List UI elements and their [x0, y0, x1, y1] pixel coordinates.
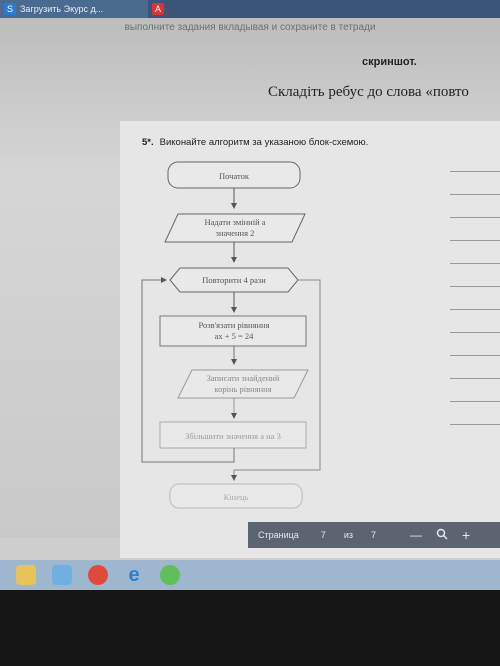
of-label: из [343, 530, 353, 540]
task-title: Складіть ребус до слова «повто [268, 84, 469, 100]
write-label-1: Записати знайдений [207, 373, 280, 383]
zoom-in-button[interactable]: + [461, 527, 471, 543]
answer-line [450, 309, 500, 310]
solve-block [159, 315, 307, 347]
solve-label-1: Розв'язати рівняння [199, 320, 270, 330]
end-label: Кінець [224, 492, 249, 502]
answer-line [450, 194, 500, 195]
assign-block [164, 213, 306, 243]
pdf-viewer-toolbar: Страница 7 из 7 — + [248, 522, 500, 548]
current-page-input[interactable]: 7 [320, 530, 326, 540]
browser-tabbar: S Загрузить Экурс д... A [0, 0, 500, 18]
chrome-icon[interactable] [88, 565, 108, 585]
write-label-2: корінь рівняння [214, 384, 271, 394]
assign-label-2: значення 2 [216, 228, 255, 238]
windows-taskbar: e [0, 560, 500, 590]
page-content: выполните задания вкладывая и сохраните … [0, 18, 500, 558]
folder-icon[interactable] [16, 565, 36, 585]
zoom-out-button[interactable]: — [409, 528, 422, 542]
media-icon[interactable] [52, 565, 72, 585]
exercise-text: Виконайте алгоритм за указаною блок-схем… [159, 137, 369, 148]
answer-line [450, 424, 500, 425]
answer-line [450, 378, 500, 379]
s-icon: S [4, 3, 16, 15]
assign-label-1: Надати змінній a [204, 217, 265, 227]
increase-label: Збільшити значення a на 3 [185, 431, 281, 441]
answer-line [450, 217, 500, 218]
increase-block [159, 421, 307, 449]
screen: S Загрузить Экурс д... A выполните задан… [0, 0, 500, 600]
write-block [177, 369, 309, 399]
blurred-instruction: выполните задания вкладывая и сохраните … [124, 22, 376, 33]
answer-line [450, 401, 500, 402]
answer-line [450, 263, 500, 264]
ie-icon[interactable]: e [128, 563, 140, 586]
page-label: Страница [258, 530, 299, 540]
tab-title: Загрузить Экурс д... [20, 4, 104, 14]
solve-label-2: ax + 5 = 24 [215, 331, 255, 341]
exercise-number: 5*. [142, 137, 154, 148]
pdf-icon: A [152, 3, 164, 15]
start-label: Початок [219, 171, 250, 181]
answer-line [450, 286, 500, 287]
browser-tab-active[interactable]: S Загрузить Экурс д... [0, 0, 148, 18]
end-block [169, 483, 303, 509]
loop-exit-arrow [231, 279, 321, 481]
loop-back-arrow [141, 277, 235, 463]
answer-lines [450, 171, 500, 447]
answer-line [450, 332, 500, 333]
total-pages: 7 [370, 530, 376, 540]
answer-line [450, 171, 500, 172]
browser-tab-pdf[interactable]: A [148, 0, 188, 18]
zoom-icon[interactable] [436, 528, 448, 542]
monitor-bezel [0, 590, 500, 666]
loop-label: Повторити 4 рази [202, 275, 266, 285]
exercise-title: 5*. Виконайте алгоритм за указаною блок-с… [142, 137, 368, 148]
app-icon[interactable] [160, 565, 180, 585]
answer-line [450, 355, 500, 356]
flowchart: Початок Надати змінній a значення 2 Повт… [141, 161, 321, 509]
header-text: скриншот. [362, 56, 417, 68]
answer-line [450, 240, 500, 241]
